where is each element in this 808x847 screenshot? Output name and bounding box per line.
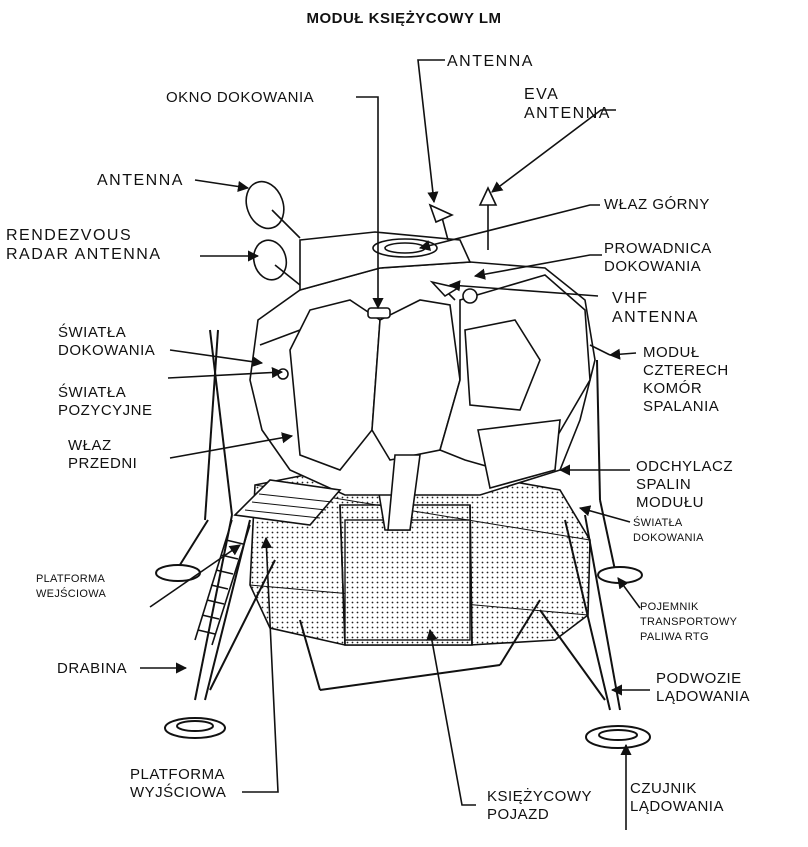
label-vhf-antenna: VHF ANTENNA [612,290,699,326]
label-podwozie-ladowania: PODWOZIE LĄDOWANIA [656,670,750,705]
label-okno-dokowania: OKNO DOKOWANIA [166,89,315,106]
label-platforma-wejsciowa: PLATFORMA WEJŚCIOWA [36,573,107,600]
label-pojemnik-paliwa-rtg: POJEMNIK TRANSPORTOWY PALIWA RTG [640,601,738,643]
ladder [194,479,342,646]
label-platforma-wyjsciowa: PLATFORMA WYJŚCIOWA [130,766,227,801]
label-odchylacz-spalin: ODCHYLACZ SPALIN MODUŁU [636,458,734,511]
label-czujnik-ladowania: CZUJNIK LĄDOWANIA [630,780,724,815]
label-swiatla-dokowania-left: ŚWIATŁA DOKOWANIA [58,324,156,359]
label-antenna-left: ANTENNA [97,172,184,189]
label-wlaz-przedni: WŁAZ PRZEDNI [68,437,138,472]
label-swiatla-dokowania-right: ŚWIATŁA DOKOWANIA [633,517,704,544]
label-rendezvous-radar-antenna: RENDEZVOUS RADAR ANTENNA [6,227,162,263]
antennas [245,180,498,301]
leader-lines [140,59,650,830]
label-prowadnica-dokowania: PROWADNICA DOKOWANIA [604,240,712,275]
label-eva-antenna: EVA ANTENNA [524,86,611,122]
descent-stage [249,444,591,646]
label-swiatla-pozycyjne: ŚWIATŁA POZYCYJNE [58,384,153,419]
label-antenna-top: ANTENNA [447,53,534,70]
landing-gear [155,329,651,749]
diagram-title: MODUŁ KSIĘŻYCOWY LM [306,10,502,27]
label-drabina: DRABINA [57,660,128,677]
label-modul-czterech-komor-spalania: MODUŁ CZTERECH KOMÓR SPALANIA [643,344,729,415]
ascent-stage [249,231,611,531]
label-ksiezycowy-pojazd: KSIĘŻYCOWY POJAZD [487,788,593,823]
label-wlaz-gorny: WŁAZ GÓRNY [604,196,710,213]
